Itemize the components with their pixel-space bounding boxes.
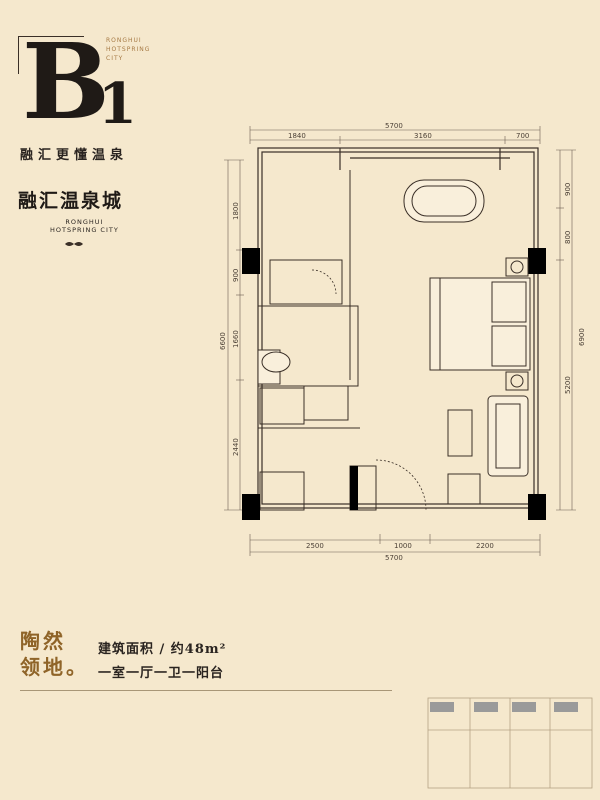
sofa — [487, 395, 529, 477]
poem: 陶然 领地。 — [20, 628, 89, 680]
interior-walls — [257, 170, 377, 511]
dimension-lines-right — [556, 149, 576, 511]
dimension-lines-top — [249, 126, 541, 144]
logo-english-line: HOTSPRING CITY — [50, 226, 119, 234]
dim-right-total: 6900 — [578, 328, 586, 346]
area-text: 建筑面积 / 约48m² — [98, 642, 227, 657]
bed — [429, 277, 531, 371]
logo-chinese: 融汇温泉城 — [18, 190, 124, 212]
dim-left-seg: 900 — [232, 269, 240, 282]
dim-right-seg: 800 — [564, 231, 572, 244]
dim-top-seg: 3160 — [414, 132, 432, 140]
dim-left-total: 6600 — [219, 332, 227, 350]
dim-right-seg: 5200 — [564, 376, 572, 394]
dim-bottom-total: 5700 — [385, 554, 403, 562]
shower — [259, 387, 305, 425]
logo-english: RONGHUI HOTSPRING CITY — [50, 218, 119, 234]
dim-top-total: 5700 — [385, 122, 403, 130]
unit-letter: B — [22, 20, 110, 143]
header-rule — [18, 36, 84, 37]
dim-top-seg: 700 — [516, 132, 529, 140]
poem-line: 领地。 — [20, 655, 89, 679]
dim-bottom-seg: 2500 — [306, 542, 324, 550]
coffee-table — [447, 409, 473, 457]
floor-plan: 5700 1840 3160 700 2500 1000 2200 5700 6… — [219, 122, 586, 562]
brand-small: RONGHUI HOTSPRING CITY — [106, 36, 150, 63]
slogan: 融汇更懂温泉 — [20, 148, 129, 163]
sink — [303, 385, 349, 421]
door-swings — [311, 269, 427, 511]
brand-small-line: RONGHUI — [106, 37, 142, 44]
dim-top-seg: 1840 — [288, 132, 306, 140]
structural-columns — [242, 248, 546, 520]
dimension-lines-left — [224, 159, 244, 511]
dim-right-seg: 900 — [564, 183, 572, 196]
bathtub — [403, 179, 485, 223]
brand-small-line: CITY — [106, 55, 124, 62]
unit-number: 1 — [98, 71, 137, 137]
key-plan — [427, 697, 593, 789]
nightstands — [505, 257, 529, 391]
dim-left-seg: 1660 — [232, 330, 240, 348]
dim-bottom-seg: 1000 — [394, 542, 412, 550]
header-rule-vertical — [18, 36, 19, 74]
brand-small-line: HOTSPRING — [106, 46, 151, 53]
dimension-lines-bottom — [249, 534, 541, 556]
logo-emblem-icon — [65, 242, 83, 246]
dim-left-seg: 2440 — [232, 438, 240, 456]
toilet — [257, 349, 291, 385]
divider — [20, 690, 392, 691]
dim-bottom-seg: 2200 — [476, 542, 494, 550]
poem-line: 陶然 — [20, 629, 66, 653]
dim-left-seg: 1800 — [232, 202, 240, 220]
layout-text: 一室一厅一卫一阳台 — [98, 666, 225, 681]
logo-english-line: RONGHUI — [65, 218, 104, 226]
armchair — [447, 473, 481, 505]
